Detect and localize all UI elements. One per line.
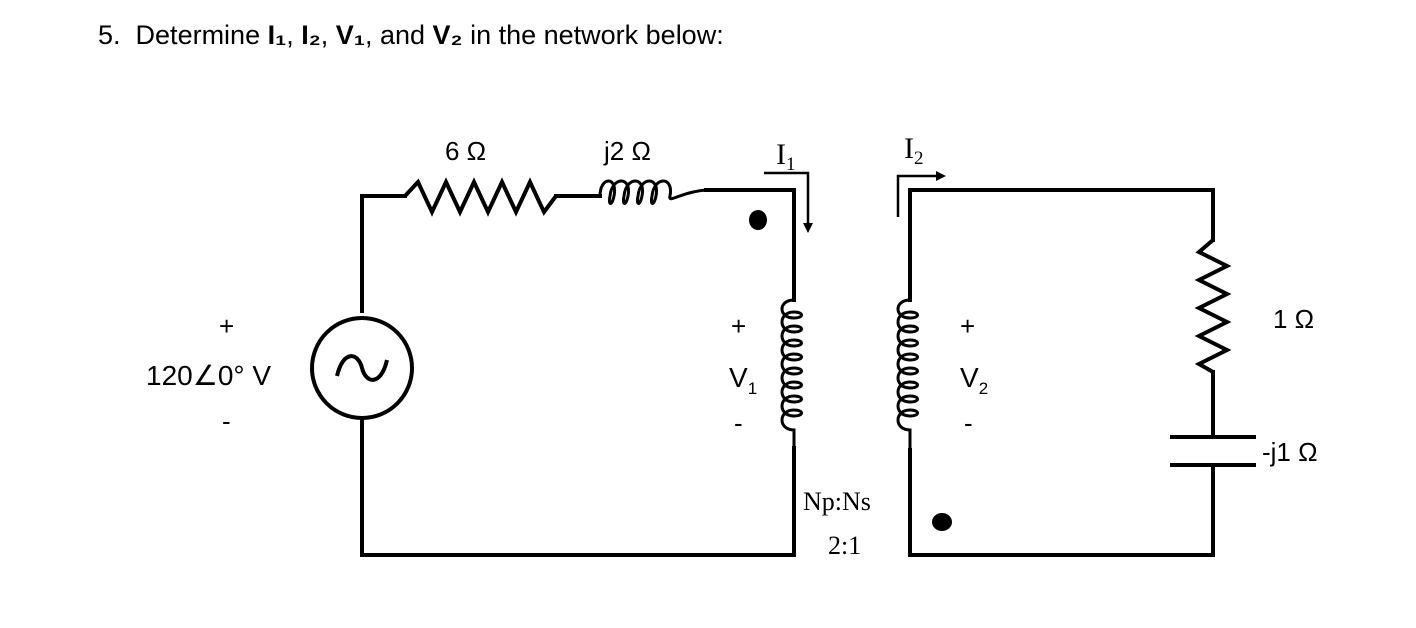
question-suffix: in the network below: [462,20,724,50]
source-minus-label: - [222,406,231,436]
v2-plus-label: + [960,311,975,341]
i2-subscript: 2 [914,148,924,169]
i1-subscript: 1 [786,154,796,175]
wire-left-bottom [360,418,796,557]
i1-letter: I [776,138,786,171]
inductor-j2-ohm-label: j2 Ω [603,136,651,166]
transformer-secondary [896,298,919,450]
question-number: 5. [98,20,121,50]
capacitor-minus-j1-ohm [1170,435,1256,467]
v1-letter: V [729,362,748,393]
wire-to-primary-top [704,188,796,302]
source-plus-label: + [219,311,234,341]
inductor-j2-ohm [598,179,707,205]
polarity-dot-primary [749,210,767,230]
primary-wires [360,188,796,557]
resistor-6-ohm [403,177,558,217]
resistor-6-ohm-label: 6 Ω [445,136,486,166]
question-sep: , [286,20,302,50]
turns-ratio-label: 2:1 [828,531,861,560]
question-prefix: Determine [135,20,268,50]
wire-left-top [360,194,407,313]
question-i1: I₁ [267,20,287,50]
question-v2: V₂ [432,20,463,50]
v2-letter: V [960,362,979,393]
i2-label: I2 [904,132,924,169]
transformer-primary [780,298,803,448]
v2-subscript: 2 [979,379,988,398]
question-text: 5. Determine I₁, I₂, V₁, and V₂ in the n… [98,20,724,51]
i2-letter: I [904,132,914,165]
resistor-1-ohm-label: 1 Ω [1273,304,1314,334]
i1-arrow [764,171,813,233]
i2-arrow [896,171,946,217]
v2-label: V2 [960,362,988,398]
wire-secondary-top [908,188,1215,302]
polarity-dot-secondary [932,513,952,531]
question-v1: V₁ [335,20,365,50]
sine-wave-icon [335,354,389,382]
question-sep: , [320,20,336,50]
turns-label: Np:Ns [803,487,871,516]
resistor-1-ohm [1194,238,1232,374]
question-sep: , and [364,20,433,50]
v1-minus-label: - [734,408,743,438]
v1-label: V1 [729,362,757,398]
i1-label: I1 [776,138,796,175]
v2-minus-label: - [964,408,973,438]
secondary-wires [908,188,1215,557]
source-value-label: 120∠0° V [146,360,271,391]
capacitor-label: -j1 Ω [1262,437,1318,467]
v1-plus-label: + [731,311,746,341]
wire-secondary-bottom [908,448,1215,557]
ac-source [310,316,414,420]
v1-subscript: 1 [748,379,757,398]
question-i2: I₂ [301,20,321,50]
